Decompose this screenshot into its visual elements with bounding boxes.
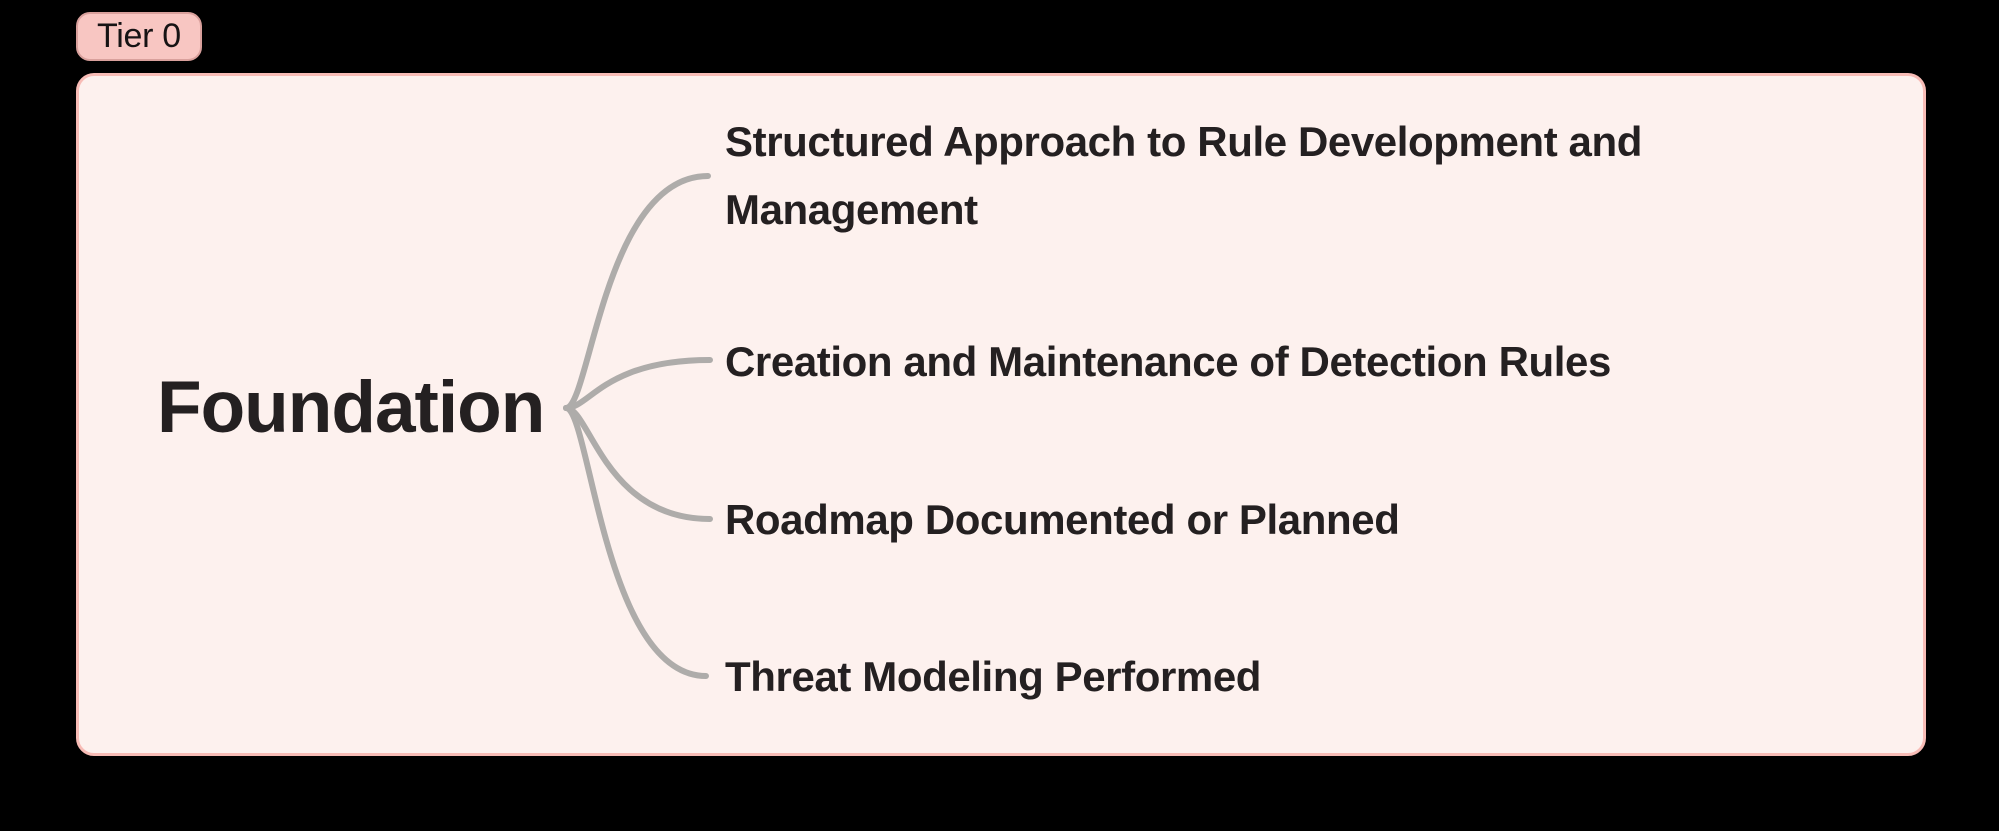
- tier-badge[interactable]: Tier 0: [76, 12, 202, 61]
- branch-node-creation-maintenance[interactable]: Creation and Maintenance of Detection Ru…: [725, 337, 1611, 385]
- branch-node-structured-approach[interactable]: Structured Approach to Rule Development …: [725, 117, 1643, 233]
- branch-node-threat-modeling[interactable]: Threat Modeling Performed: [725, 652, 1262, 700]
- branch-node-roadmap[interactable]: Roadmap Documented or Planned: [725, 495, 1400, 543]
- tier-badge-label: Tier 0: [97, 17, 181, 55]
- tier-panel: [76, 73, 1926, 756]
- root-node-foundation[interactable]: Foundation: [157, 366, 545, 448]
